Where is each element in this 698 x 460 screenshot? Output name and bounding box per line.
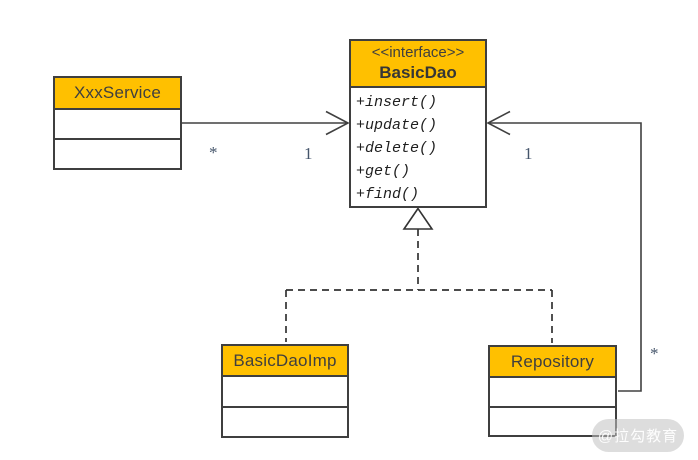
method-insert: +insert() xyxy=(356,94,438,111)
multiplicity-basicdao-right-side: 1 xyxy=(524,144,533,163)
xxxservice-operations-compartment xyxy=(55,138,180,168)
realization-dashed-lines xyxy=(285,229,553,343)
class-box-repository: Repository xyxy=(488,345,617,437)
class-name-xxxservice: XxxService xyxy=(55,78,180,110)
class-box-basicdaoimp: BasicDaoImp xyxy=(221,344,349,438)
multiplicity-repository-side: * xyxy=(650,344,659,363)
basicdaoimp-operations-compartment xyxy=(223,405,347,436)
xxxservice-attributes-compartment xyxy=(55,110,180,138)
watermark-text: @拉勾教育 xyxy=(597,428,679,445)
method-update: +update() xyxy=(356,117,438,134)
multiplicity-xxxservice-side: * xyxy=(209,143,218,162)
class-name-basicdaoimp: BasicDaoImp xyxy=(223,346,347,377)
watermark-badge: @拉勾教育 xyxy=(592,419,684,452)
repository-attributes-compartment xyxy=(490,378,615,406)
hollow-triangle-arrowhead-icon xyxy=(402,207,434,230)
method-get: +get() xyxy=(356,163,411,180)
class-box-xxxservice: XxxService xyxy=(53,76,182,170)
open-arrowhead-left-icon xyxy=(486,110,511,136)
method-find: +find() xyxy=(356,186,420,203)
open-arrowhead-right-icon xyxy=(325,110,350,136)
interface-name: BasicDao xyxy=(379,63,457,83)
interface-box-basicdao: <<interface>> BasicDao +insert() +update… xyxy=(349,39,487,208)
interface-header: <<interface>> BasicDao xyxy=(351,41,485,88)
class-name-repository: Repository xyxy=(490,347,615,378)
multiplicity-basicdao-left-side: 1 xyxy=(304,144,313,163)
interface-methods-compartment: +insert() +update() +delete() +get() +fi… xyxy=(351,88,485,206)
basicdaoimp-attributes-compartment xyxy=(223,377,347,406)
interface-stereotype: <<interface>> xyxy=(371,43,465,61)
method-delete: +delete() xyxy=(356,140,438,157)
